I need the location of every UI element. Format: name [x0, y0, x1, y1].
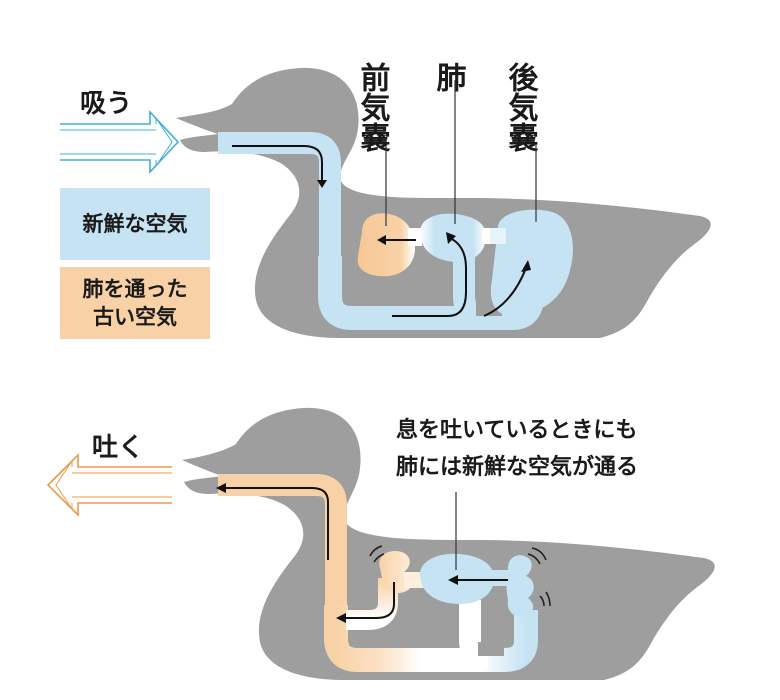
duck-silhouette	[176, 67, 711, 339]
legend-used-air-line-2: 古い空気	[93, 305, 177, 329]
exhale-flow-arrows	[226, 487, 508, 619]
front-sac-tube	[346, 578, 398, 630]
trachea	[218, 474, 347, 610]
exhale-label: 吐く	[92, 433, 144, 463]
inhale-flow-arrows	[232, 145, 527, 317]
exhale-arrowheads	[216, 483, 458, 623]
caption-line-2: 肺には新鮮な空気が通る	[396, 454, 638, 480]
top-duck	[176, 67, 711, 339]
legend-fresh-air: 新鮮な空気	[60, 188, 210, 260]
back-air-sac	[490, 209, 573, 317]
legend-used-air: 肺を通った 古い空気	[60, 267, 210, 339]
back-sac-label: 後気嚢	[503, 62, 539, 153]
squeeze-marks	[369, 545, 551, 607]
inhale-arrowheads	[317, 180, 531, 272]
bottom-duck	[182, 407, 715, 680]
lower-air-tube	[324, 605, 538, 672]
label-leader-lines	[385, 80, 537, 226]
legend-used-air-line-1: 肺を通った	[82, 276, 188, 301]
trachea	[218, 132, 341, 258]
back-air-sac	[506, 555, 534, 618]
exhale-arrow	[46, 453, 172, 517]
lung-link-tube	[459, 600, 489, 669]
inhale-arrow	[60, 109, 180, 175]
inhale-label: 吸う	[80, 89, 132, 119]
legend-fresh-air-label: 新鮮な空気	[82, 211, 188, 236]
caption-line-1: 息を吐いているときにも	[396, 417, 637, 443]
front-sac-label: 前気嚢	[355, 62, 391, 153]
duck-silhouette	[182, 407, 715, 680]
lung-label: 肺	[431, 62, 467, 92]
front-air-sac	[357, 213, 416, 277]
